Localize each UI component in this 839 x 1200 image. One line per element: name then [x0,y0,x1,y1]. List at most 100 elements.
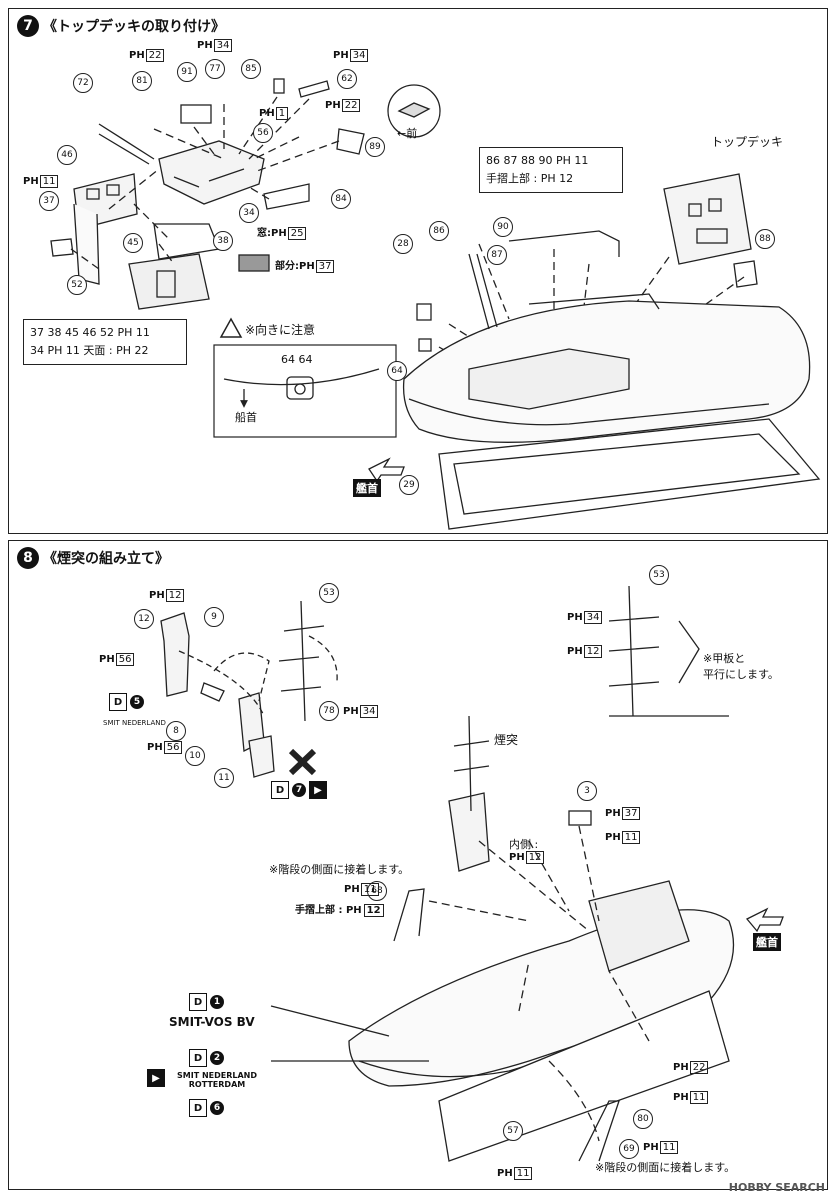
decal-5: D 5 [109,693,144,711]
decal-2: D 2 [189,1049,224,1067]
part-label: 78 [319,701,339,721]
decal-1: D 1 [189,993,224,1011]
step8-title: 《煙突の組み立て》 [43,551,169,567]
decal-2-text: SMIT NEDERLAND ROTTERDAM [177,1071,257,1089]
step8-heading: 8 《煙突の組み立て》 [17,547,169,569]
flag-icon: ▶ [147,1069,165,1087]
part-label: 85 [241,59,261,79]
part-label: 84 [331,189,351,209]
step7-number: 7 [17,15,39,37]
funnel-label: 煙突 [494,733,519,747]
part-label: 80 [633,1109,653,1129]
part-label: 52 [67,275,87,295]
bow-label: 船首 [235,411,257,424]
inner-label: 内側 : [509,838,539,851]
part-label: 12 [134,609,154,629]
decal-1-text: SMIT-VOS BV [169,1015,255,1029]
part-label: 53 [319,583,339,603]
part-label: 89 [365,137,385,157]
part-label: 91 [177,62,197,82]
decal-5-text: SMIT NEDERLAND [103,719,166,727]
part-label: 38 [213,231,233,251]
parallel-note: ※甲板と 平行にします。 [703,652,779,681]
caution-parts: 64 64 [281,353,313,366]
part-label: 81 [132,71,152,91]
parts-note-line: 34 PH 11 天面 : PH 22 [30,344,149,357]
part-label: 10 [185,746,205,766]
part-label: 72 [73,73,93,93]
watermark: HOBBY SEARCH [728,1181,825,1194]
part-label: 88 [755,229,775,249]
part-label: 69 [619,1139,639,1159]
part-label: 56 [253,123,273,143]
rail-note-line: 手摺上部 : PH 12 [486,172,574,185]
stair-note-2: ※階段の側面に接着します。 [595,1161,736,1174]
part-label: 64 [387,361,407,381]
decal-mark-icon: D [189,993,207,1011]
decal-mark-icon: D [189,1099,207,1117]
part-label: 86 [429,221,449,241]
part-label: 87 [487,245,507,265]
step8-diagram [160,585,784,1162]
stair-note: ※階段の側面に接着します。 [269,863,410,876]
step7-panel: 7 《トップデッキの取り付け》 [8,8,828,534]
part-label: 9 [204,607,224,627]
part-label: 11 [214,768,234,788]
decal-number: 2 [210,1051,224,1065]
parts-note: 37 38 45 46 52 PH 11 34 PH 11 天面 : PH 22 [23,319,187,365]
rail-note-line: 86 87 88 90 PH 11 [486,154,589,167]
decal-number: 1 [210,995,224,1009]
part-label: 90 [493,217,513,237]
front-label: ←前 [397,127,418,140]
bow-arrow-label: 艦首 [353,479,381,497]
part-label: 53 [649,565,669,585]
caution-label: ※向きに注意 [245,323,316,337]
step8-panel: 8 《煙突の組み立て》 [8,540,828,1190]
part-label: 57 [503,1121,523,1141]
decal-number: 6 [210,1101,224,1115]
step7-diagram [50,78,821,530]
rail-note: 86 87 88 90 PH 11 手摺上部 : PH 12 [479,147,623,193]
decal-7: D 7 ▶ [271,781,327,799]
part-label: 68 [367,881,387,901]
part-label: 46 [57,145,77,165]
decal-mark-icon: D [271,781,289,799]
decal-number: 5 [130,695,144,709]
step7-heading: 7 《トップデッキの取り付け》 [17,15,225,37]
part-label: 28 [393,234,413,254]
flag-icon: ▶ [309,781,327,799]
part-label: 77 [205,59,225,79]
part-label: 34 [239,203,259,223]
decal-6: D 6 [189,1099,224,1117]
topdeck-label: トップデッキ [711,135,784,149]
step7-title: 《トップデッキの取り付け》 [43,19,225,35]
step8-number: 8 [17,547,39,569]
part-label: 45 [123,233,143,253]
part-label: 29 [399,475,419,495]
part-label: 62 [337,69,357,89]
part-label: 8 [166,721,186,741]
decal-mark-icon: D [109,693,127,711]
decal-mark-icon: D [189,1049,207,1067]
